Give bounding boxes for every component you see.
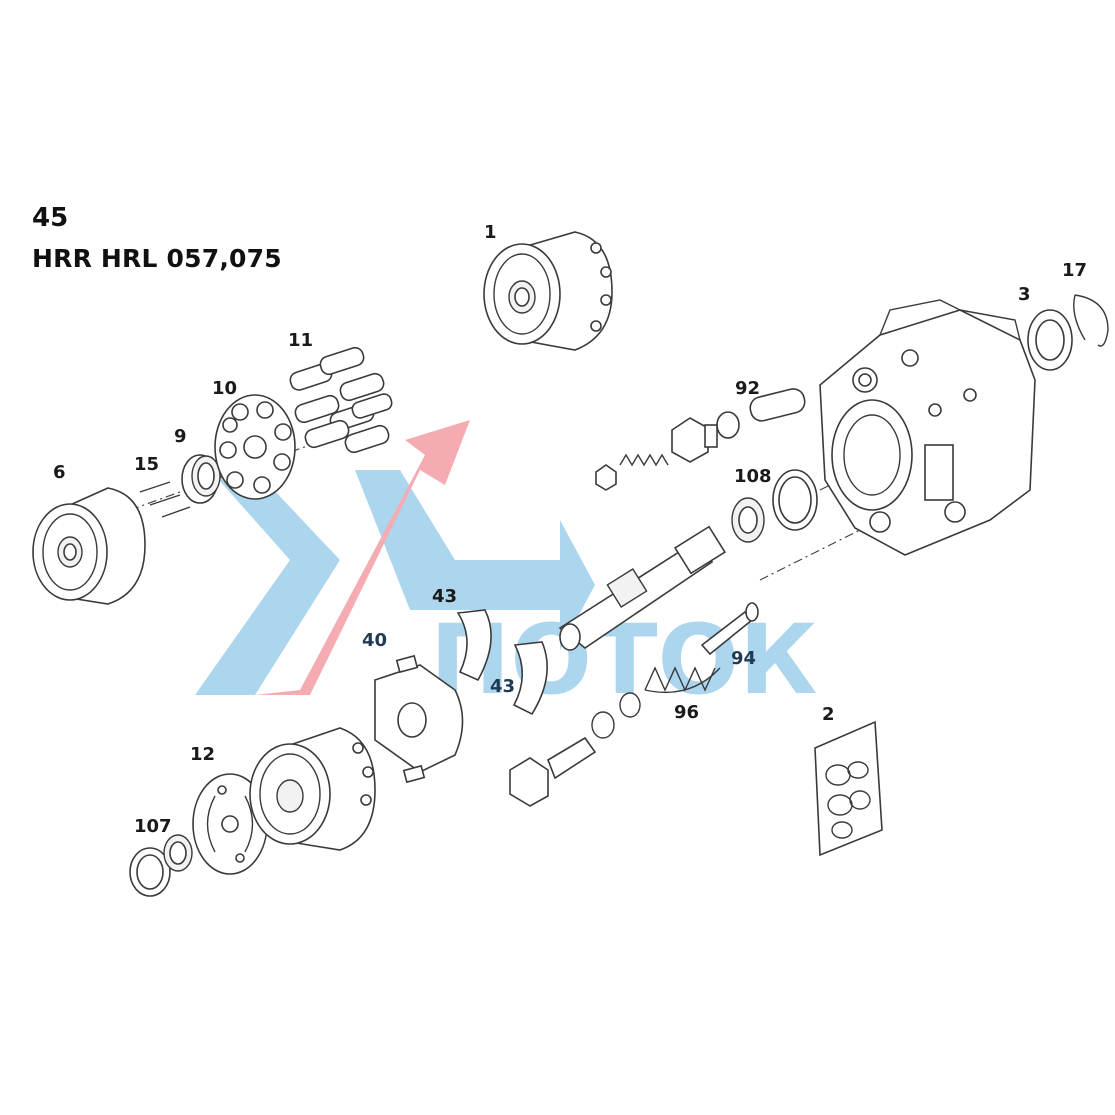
- callout-92: 92: [735, 378, 760, 399]
- part-40-swash-plate: [374, 654, 464, 784]
- callout-40: 40: [362, 630, 387, 651]
- part-2-seal-kit: [814, 720, 883, 857]
- diagram-number: 45: [32, 203, 69, 233]
- callout-12: 12: [190, 744, 215, 765]
- part-17-circlip: [1073, 294, 1109, 347]
- callout-6: 6: [53, 462, 66, 483]
- callout-11: 11: [288, 330, 313, 351]
- part-107-bearing: [129, 834, 193, 897]
- part-9-bearing: [181, 454, 221, 504]
- part-6-cylinder-block: [32, 487, 146, 605]
- part-pump-housing: [819, 299, 1036, 556]
- callout-96: 96: [674, 702, 699, 723]
- part-15-pins: [139, 481, 191, 518]
- callout-3: 3: [1018, 284, 1031, 305]
- callout-labels: 1 2 3 6 9 10 11 12 15 17 40 43 43 92 94 …: [53, 222, 1087, 837]
- part-bolt: [509, 736, 597, 807]
- callout-43-top: 43: [432, 586, 457, 607]
- callout-107: 107: [134, 816, 172, 837]
- callout-43-bottom: 43: [490, 676, 515, 697]
- part-1-cylinder-block: [483, 231, 613, 351]
- callout-2: 2: [822, 704, 835, 725]
- callout-94: 94: [731, 648, 756, 669]
- callout-9: 9: [174, 426, 187, 447]
- part-92-pin: [716, 388, 806, 439]
- part-43-saddle-bearing-b: [512, 641, 548, 716]
- part-plug-fitting: [671, 417, 718, 463]
- callout-108: 108: [734, 466, 772, 487]
- part-drive-shaft: [558, 525, 727, 651]
- part-11-pistons: [289, 346, 393, 454]
- part-96-spring: [644, 666, 721, 694]
- part-43-saddle-bearing-a: [456, 609, 492, 682]
- part-3-shaft-seal: [1027, 309, 1073, 371]
- callout-15: 15: [134, 454, 159, 475]
- part-adjusting-spring: [595, 453, 669, 491]
- diagram-model-title: HRR HRL 057,075: [32, 244, 282, 273]
- callout-17: 17: [1062, 260, 1087, 281]
- part-94-pin: [700, 602, 759, 656]
- part-o-rings: [591, 692, 641, 739]
- callout-10: 10: [212, 378, 237, 399]
- part-108-tapered-bearing: [731, 469, 818, 543]
- callout-1: 1: [484, 222, 497, 243]
- part-cylinder-block-bottom: [249, 727, 376, 851]
- part-10-retainer-plate: [214, 394, 296, 500]
